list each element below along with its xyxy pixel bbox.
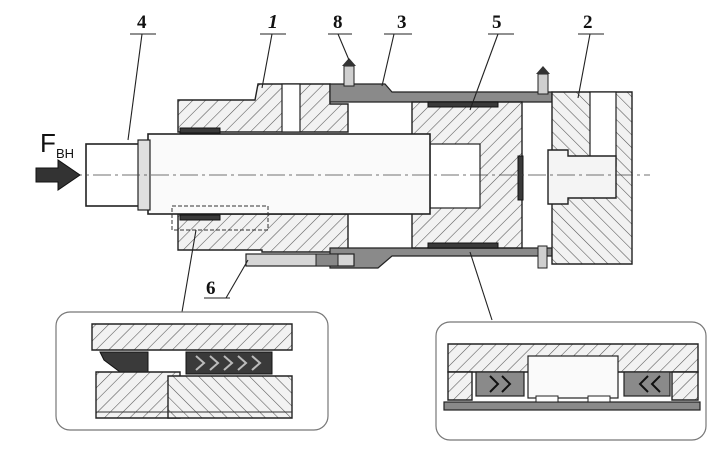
piston-seal-top — [427, 101, 499, 108]
force-label: F — [40, 128, 56, 158]
cushion-spigot — [547, 149, 617, 205]
rod-seal-bottom — [179, 214, 221, 221]
force-arrow — [35, 159, 81, 191]
detail-piston-seal — [435, 321, 707, 441]
bleed-screw-rear — [536, 66, 550, 95]
leader-3 — [381, 33, 395, 87]
piston-rod-bore — [429, 143, 481, 209]
label-part-1: 1 — [268, 11, 278, 33]
gland-port-upper — [281, 83, 301, 133]
piston-seal-bottom — [427, 242, 499, 249]
leader-1 — [261, 33, 273, 89]
piston-rod — [147, 133, 431, 215]
leader-6 — [225, 259, 249, 299]
tube-upper — [329, 83, 553, 103]
force-label-subscript: ВН — [56, 146, 74, 161]
drain-fitting — [315, 253, 339, 267]
label-part-2: 2 — [583, 12, 593, 33]
label-part-8: 8 — [333, 12, 343, 33]
leader-8 — [337, 33, 350, 61]
label-part-6: 6 — [206, 278, 216, 299]
bolt-lower-rear — [537, 245, 548, 269]
end-cap-port — [589, 91, 617, 167]
detail-leader-left — [181, 229, 197, 313]
detail-leader-right — [469, 251, 493, 321]
detail-rod-seal — [55, 311, 329, 431]
rod-seal-top — [179, 127, 221, 134]
leader-4 — [127, 33, 143, 141]
gland-upper — [177, 83, 349, 133]
bleed-screw-front — [342, 58, 356, 87]
tube-lower — [329, 247, 553, 269]
piston-nut-slot — [517, 155, 524, 201]
label-part-3: 3 — [397, 12, 407, 33]
detail-marker-rod-seal — [171, 205, 269, 231]
label-part-4: 4 — [137, 12, 147, 33]
leader-2 — [577, 33, 591, 99]
leader-5 — [469, 33, 499, 111]
label-part-5: 5 — [492, 12, 502, 33]
